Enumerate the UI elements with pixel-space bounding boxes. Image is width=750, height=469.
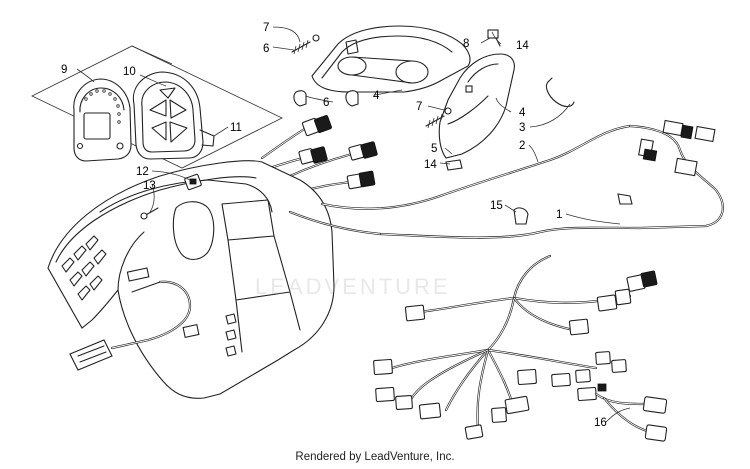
callout-7-top: 7 <box>263 22 269 34</box>
sub-harness-16[interactable] <box>594 392 668 442</box>
callout-4-right: 4 <box>519 107 526 119</box>
gauge-group-outline <box>31 45 283 169</box>
dash-panel[interactable] <box>47 160 335 399</box>
right-housing-cover[interactable] <box>438 53 515 159</box>
retaining-ring[interactable] <box>545 77 575 108</box>
dash-wiring-pigtail[interactable] <box>69 280 200 371</box>
callout-leaders <box>76 26 631 423</box>
callout-10: 9 <box>61 64 67 76</box>
main-harness-2[interactable] <box>288 119 724 239</box>
callout-4-upper: 4 <box>373 90 380 102</box>
callout-11: 10 <box>123 66 136 78</box>
callout-2: 2 <box>519 140 525 152</box>
dash-switch[interactable] <box>184 173 202 191</box>
callout-14-top: 14 <box>516 40 529 52</box>
leadventure-watermark: LEADVENTURE <box>255 274 451 299</box>
callout-3: 3 <box>519 122 525 134</box>
left-housing-cover[interactable] <box>311 25 471 93</box>
dash-screw[interactable] <box>140 207 159 220</box>
callout-12: 11 <box>230 122 242 134</box>
callout-labels: 7 6 8 14 9 10 4 6 7 4 11 3 2 5 14 12 13 … <box>61 22 607 429</box>
sub-harness-1[interactable] <box>373 254 658 440</box>
dash-vents <box>61 235 237 357</box>
callout-14-mid: 14 <box>424 159 437 171</box>
callout-1: 1 <box>556 209 562 221</box>
gauge-bezel[interactable] <box>132 71 215 160</box>
rendered-by-footer: Rendered by LeadVenture, Inc. <box>295 451 455 463</box>
callout-7-mid: 7 <box>416 101 422 113</box>
gauge-connector-pigtails[interactable] <box>260 115 378 194</box>
callout-13: 12 <box>136 166 149 178</box>
callout-5: 6 <box>323 97 329 109</box>
callout-15: 15 <box>490 200 503 212</box>
springs-and-screws[interactable] <box>291 34 452 129</box>
callout-6-mid: 5 <box>431 143 437 155</box>
bulb-sockets[interactable] <box>293 90 359 107</box>
callout-8: 8 <box>463 38 469 50</box>
callout-6-top: 6 <box>263 43 269 55</box>
callout-9: 13 <box>143 180 156 192</box>
speedometer-gauge[interactable] <box>73 78 132 162</box>
callout-16: 16 <box>594 417 607 429</box>
